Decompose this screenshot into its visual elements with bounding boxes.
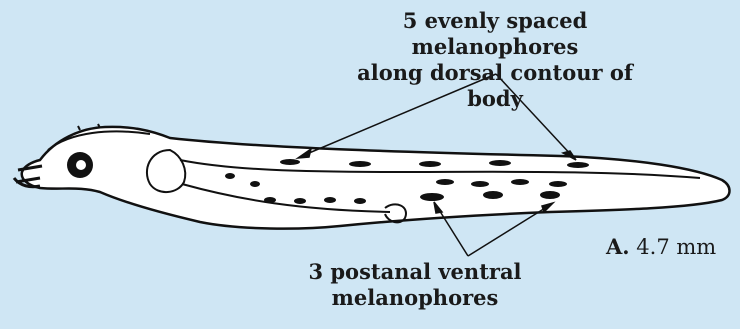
- larva-eye-highlight: [76, 160, 86, 170]
- postanal-melanophore: [483, 191, 503, 199]
- melanophore: [349, 161, 371, 167]
- postanal-melanophore: [540, 191, 560, 199]
- specimen-size: 4.7 mm: [636, 235, 716, 259]
- postanal-melanophore: [420, 193, 444, 201]
- ventral-annotation: 3 postanal ventral melanophores: [300, 259, 530, 311]
- melanophore: [419, 161, 441, 167]
- dorsal-annotation-line1: 5 evenly spaced melanophores: [330, 8, 660, 60]
- specimen-letter: A.: [606, 234, 630, 259]
- ventral-annotation-line2: melanophores: [300, 285, 530, 311]
- melanophore: [280, 159, 300, 165]
- ventral-annotation-line1: 3 postanal ventral: [300, 259, 530, 285]
- specimen-label: A. 4.7 mm: [606, 234, 716, 259]
- melanophore: [567, 162, 589, 168]
- larva-body-outline: [22, 127, 730, 229]
- melanophore: [489, 160, 511, 166]
- dorsal-annotation: 5 evenly spaced melanophores along dorsa…: [330, 8, 660, 112]
- dorsal-annotation-line2: along dorsal contour of body: [330, 60, 660, 112]
